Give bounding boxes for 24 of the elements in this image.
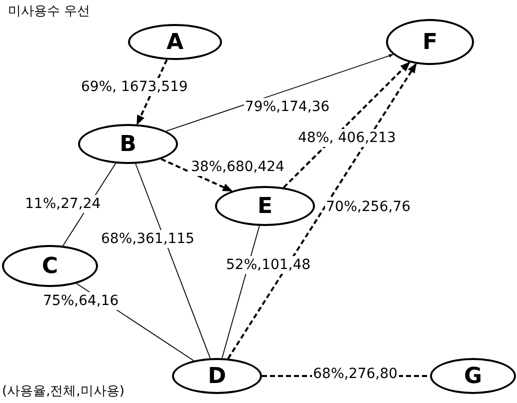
connector — [135, 163, 211, 359]
title: 미사용수 우선 — [8, 3, 90, 21]
edge-label: 70%,256,76 — [325, 198, 412, 216]
edge-label: 69%, 1673,519 — [80, 78, 189, 96]
edge-label: 75%,64,16 — [42, 292, 120, 310]
ellipse-node: E — [215, 186, 315, 226]
connector — [160, 158, 233, 192]
connector — [166, 54, 394, 132]
edge-label: 48%, 406,213 — [297, 129, 397, 147]
edge-label: 79%,174,36 — [244, 98, 331, 116]
edge-label: 68%,276,80 — [312, 365, 399, 383]
edge-label: 38%,680,424 — [190, 158, 286, 176]
ellipse-node: G — [430, 358, 516, 394]
edge-label: 52%,101,48 — [225, 256, 312, 274]
connector — [227, 62, 417, 360]
ellipse-node: A — [128, 24, 222, 60]
ellipse-node: D — [172, 358, 262, 394]
edge-label: 11%,27,24 — [24, 195, 102, 213]
note: (사용율,전체,미사용) — [2, 383, 124, 401]
ellipse-node: F — [386, 19, 474, 65]
connector — [282, 62, 410, 188]
edge-label: 68%,361,115 — [100, 230, 196, 248]
ellipse-node: B — [78, 124, 178, 164]
ellipse-node: C — [2, 245, 98, 287]
